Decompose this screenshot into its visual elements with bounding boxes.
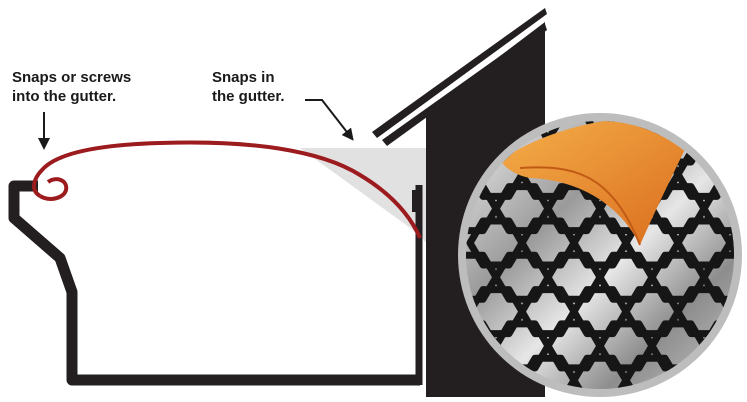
mesh-front-hook: [38, 177, 69, 201]
gutter-clip: [412, 190, 422, 212]
gutter-profile: [8, 180, 420, 386]
leaf-icon: [500, 121, 700, 245]
mesh-cell: [700, 121, 734, 166]
leaf-vein: [519, 166, 641, 246]
mesh-cell: [726, 148, 734, 200]
roof-line: [372, 8, 547, 138]
mesh-cell: [726, 354, 734, 389]
mesh-cell: [700, 320, 734, 372]
diagonal-arrow-icon: [305, 99, 354, 141]
callout-label-left: Snaps or screws into the gutter.: [12, 69, 132, 105]
callout-label-right: Snaps in the gutter.: [212, 69, 285, 105]
mesh-cell: [700, 251, 734, 303]
gutter-guard-mesh: [32, 140, 422, 239]
